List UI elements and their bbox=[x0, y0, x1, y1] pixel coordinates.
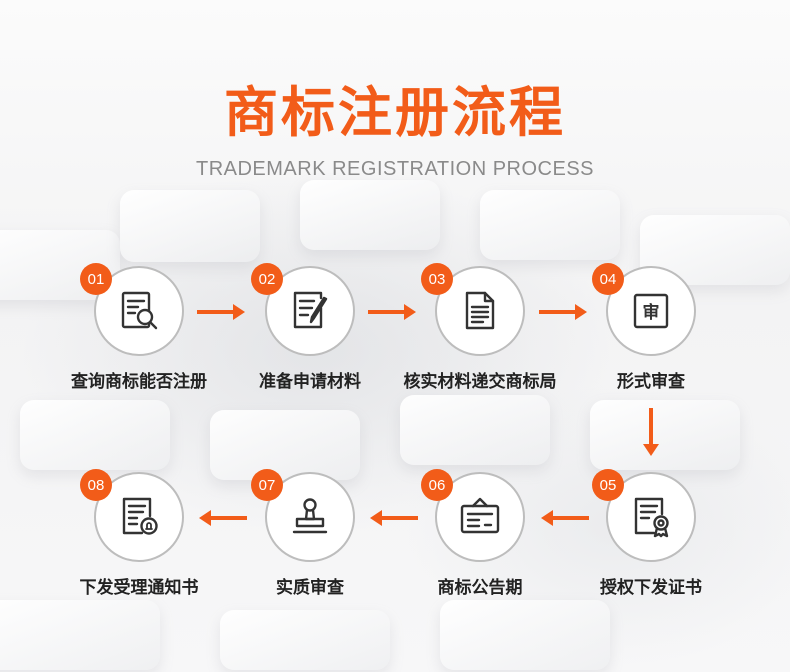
step-number-badge: 03 bbox=[421, 263, 453, 295]
notice-board-icon bbox=[460, 497, 500, 534]
search-document-icon bbox=[121, 291, 158, 330]
step-number-badge: 02 bbox=[251, 263, 283, 295]
page-subtitle: TRADEMARK REGISTRATION PROCESS bbox=[195, 158, 594, 180]
step-label: 商标公告期 bbox=[437, 578, 523, 598]
step-label: 授权下发证书 bbox=[600, 578, 702, 598]
arrow-left-1 bbox=[541, 510, 589, 526]
step-number-badge: 07 bbox=[251, 469, 283, 501]
step-label: 核实材料递交商标局 bbox=[403, 372, 557, 392]
arrow-down bbox=[643, 408, 659, 456]
seal-stamp-icon bbox=[292, 498, 328, 534]
step-label: 实质审查 bbox=[276, 578, 344, 598]
step-label: 下发受理通知书 bbox=[79, 578, 199, 598]
step-label: 查询商标能否注册 bbox=[71, 372, 207, 392]
arrow-left-2 bbox=[370, 510, 418, 526]
edit-document-icon bbox=[293, 291, 328, 329]
certificate-icon bbox=[634, 497, 669, 538]
page-title: 商标注册流程 bbox=[224, 81, 566, 144]
document-icon bbox=[465, 291, 495, 330]
step-circle bbox=[265, 472, 355, 562]
arrow-right-3 bbox=[539, 304, 587, 320]
step-number-badge: 05 bbox=[592, 469, 624, 501]
notification-icon bbox=[122, 497, 158, 535]
stamp-text: 审 bbox=[643, 302, 660, 323]
step-number-badge: 01 bbox=[80, 263, 112, 295]
step-label: 准备申请材料 bbox=[259, 372, 361, 392]
arrow-right-1 bbox=[197, 304, 245, 320]
step-number-badge: 04 bbox=[592, 263, 624, 295]
review-stamp-icon: 审 bbox=[633, 293, 669, 329]
arrow-right-2 bbox=[368, 304, 416, 320]
step-label: 形式审查 bbox=[617, 372, 685, 392]
step-number-badge: 06 bbox=[421, 469, 453, 501]
step-number-badge: 08 bbox=[80, 469, 112, 501]
arrow-left-3 bbox=[199, 510, 247, 526]
